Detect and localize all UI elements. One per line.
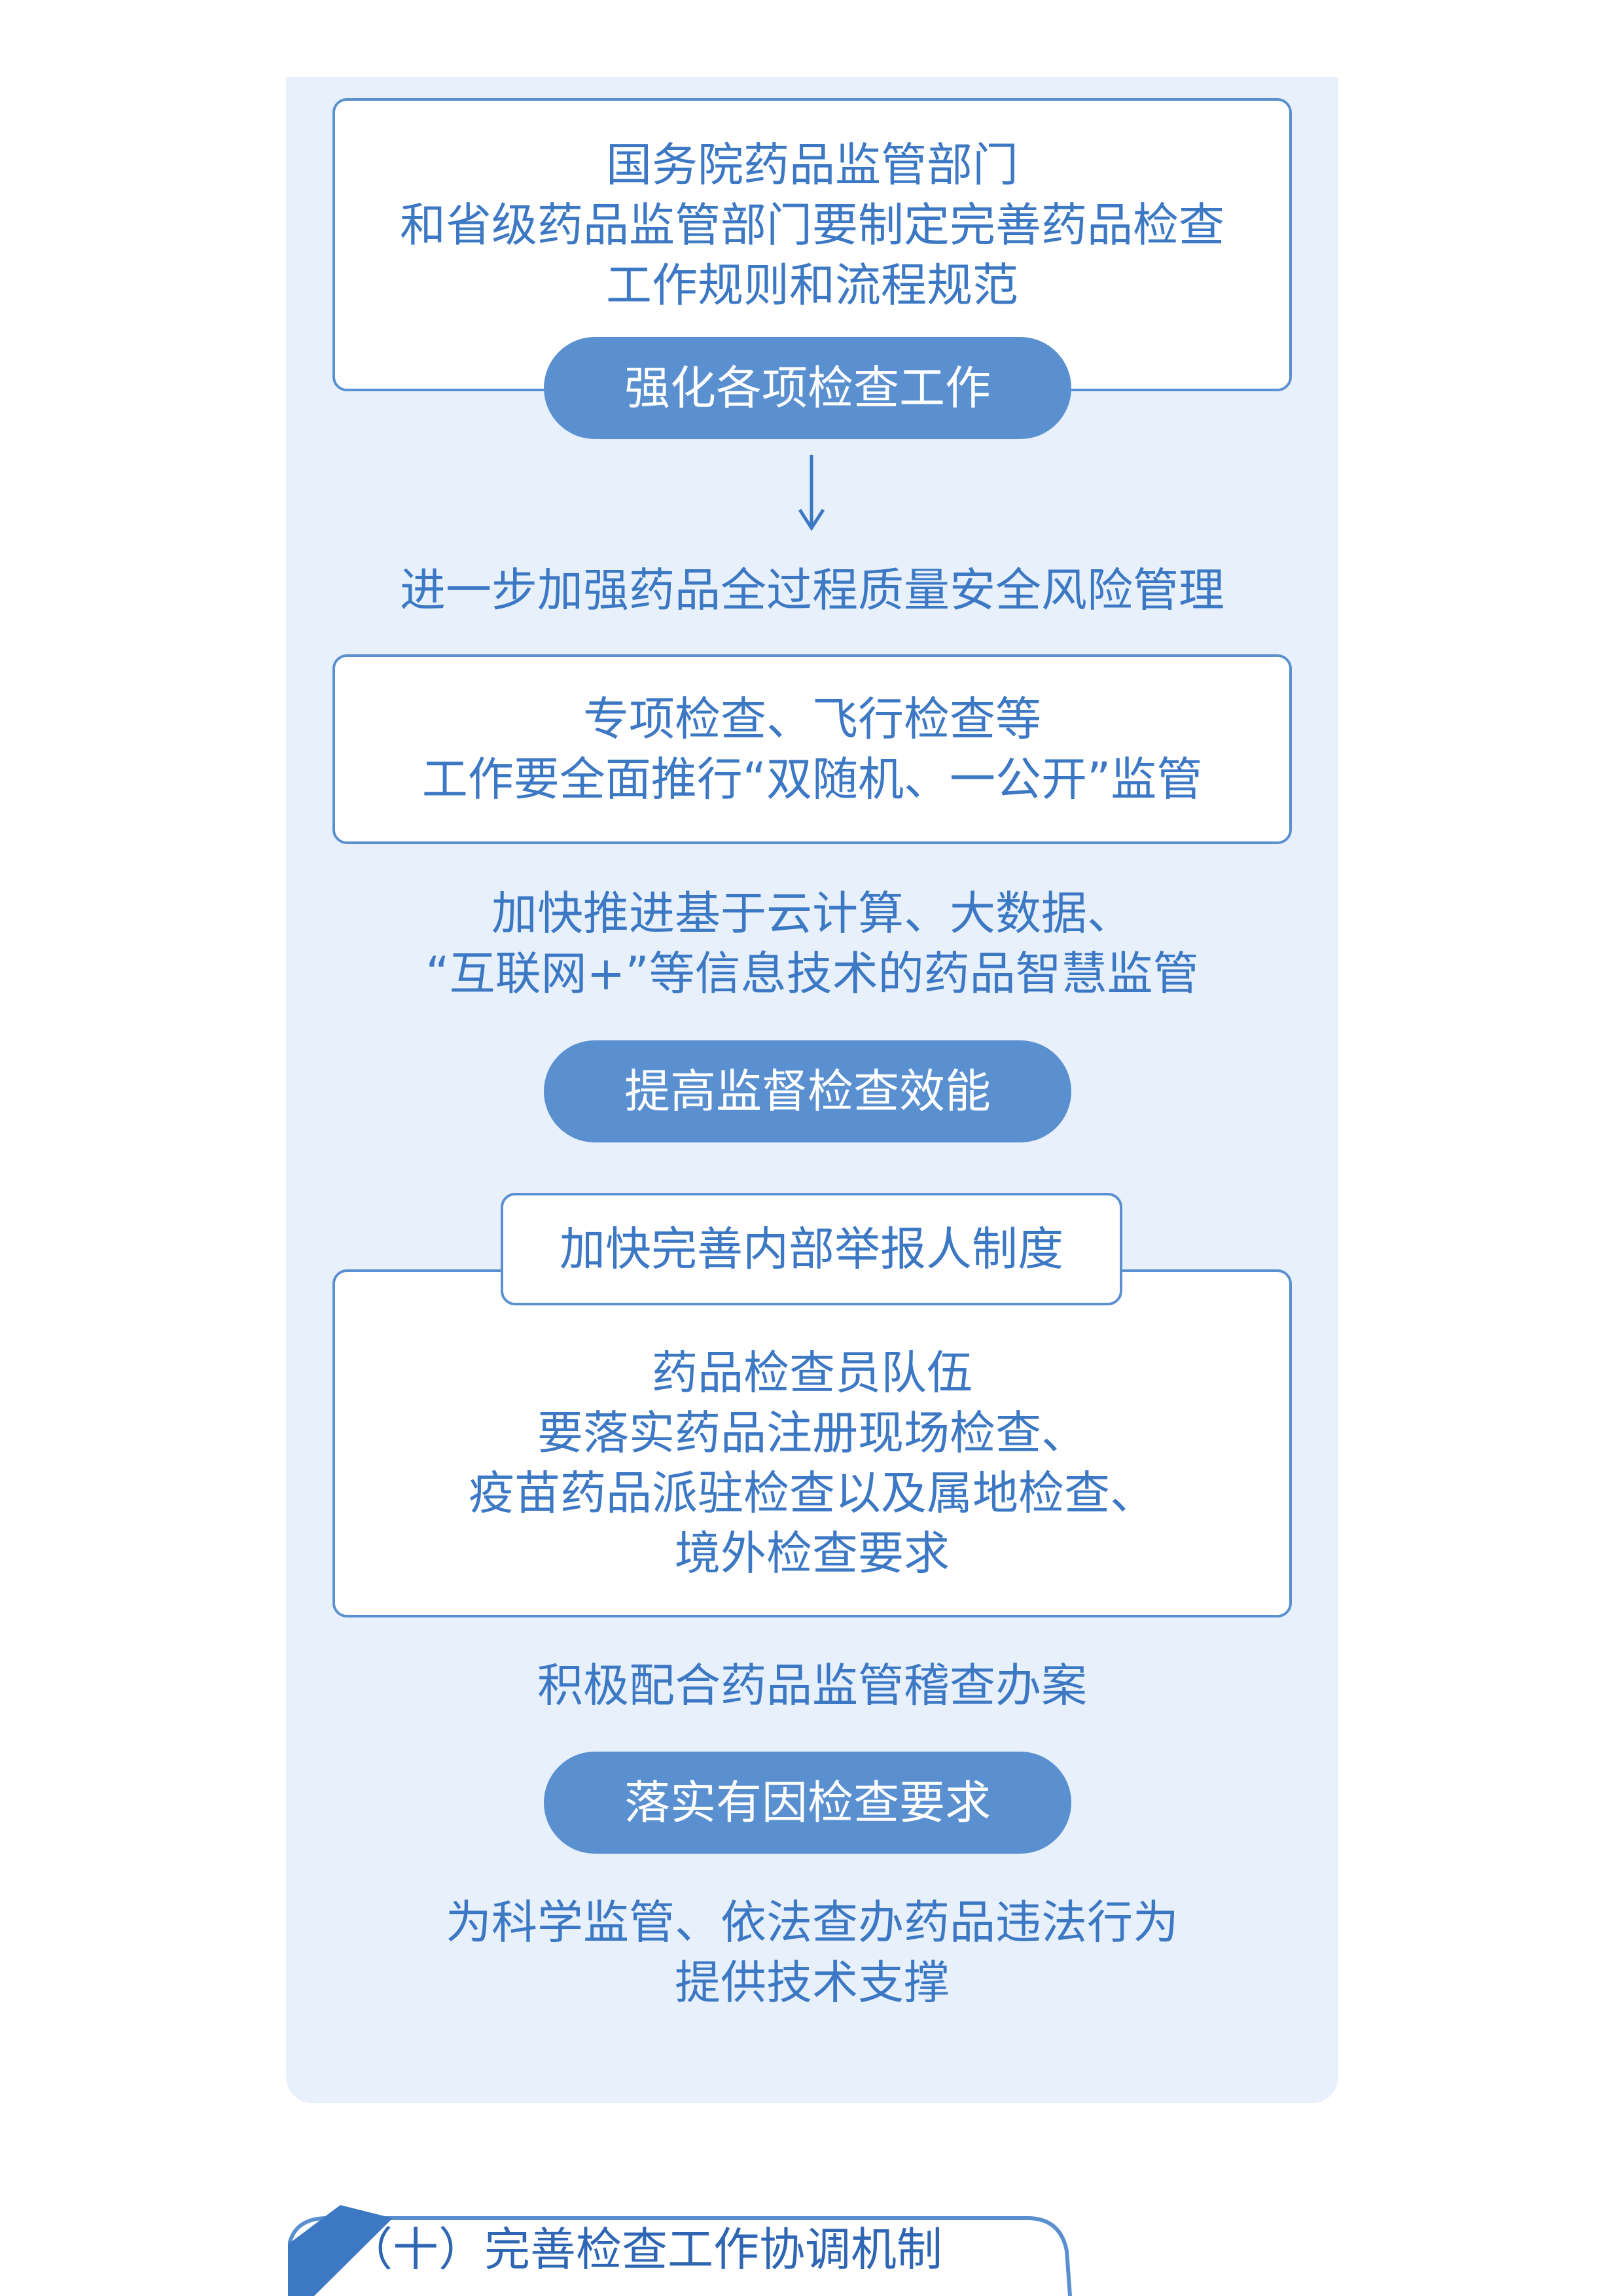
smart-line-2: “互联网+”等信息技术的药品智慧监管 <box>425 947 1199 1000</box>
pill-improve-efficiency: 提高监督检查效能 <box>542 1038 1073 1144</box>
special-line-2: 工作要全面推行“双随机、一公开”监管 <box>421 752 1203 806</box>
support-line-2: 提供技术支撑 <box>675 1956 950 2009</box>
smart-line-1: 加快推进基于云计算、大数据、 <box>491 887 1133 940</box>
rules-line-1: 国务院药品监管部门 <box>606 138 1018 192</box>
whistleblower-tag: 加快完善内部举报人制度 <box>501 1193 1122 1305</box>
pill-cause-inspection: 落实有因检查要求 <box>542 1750 1073 1856</box>
cooperate-text: 积极配合药品监管稽查办案 <box>537 1659 1087 1712</box>
smart-regulation-text: 加快推进基于云计算、大数据、 “互联网+”等信息技术的药品智慧监管 <box>286 883 1338 1004</box>
rules-line-3: 工作规则和流程规范 <box>606 258 1018 312</box>
tab-shape <box>288 2205 1072 2296</box>
rules-line-2: 和省级药品监管部门要制定完善药品检查 <box>400 198 1224 252</box>
special-line-1: 专项检查、飞行检查等 <box>583 692 1041 746</box>
team-line-3: 疫苗药品派驻检查以及属地检查、 <box>469 1466 1156 1520</box>
rules-box: 国务院药品监管部门 和省级药品监管部门要制定完善药品检查 工作规则和流程规范 <box>332 98 1292 391</box>
pill-shape <box>544 1040 1071 1142</box>
whistleblower-label: 加快完善内部举报人制度 <box>560 1222 1063 1276</box>
special-inspection-box: 专项检查、飞行检查等 工作要全面推行“双随机、一公开”监管 <box>332 654 1292 844</box>
support-line-1: 为科学监管、依法查办药品违法行为 <box>446 1896 1179 1949</box>
team-line-1: 药品检查员队伍 <box>652 1346 972 1400</box>
team-line-4: 境外检查要求 <box>675 1527 950 1580</box>
pill-label: 提高监督检查效能 <box>624 1065 991 1118</box>
pill-shape <box>544 337 1071 439</box>
next-section-header: （十）完善检查工作协调机制 <box>288 2199 1073 2296</box>
down-arrow-icon <box>798 455 825 531</box>
next-section-title: （十）完善检查工作协调机制 <box>347 2223 942 2276</box>
team-line-2: 要落实药品注册现场检查、 <box>537 1406 1087 1460</box>
risk-management-text: 进一步加强药品全过程质量安全风险管理 <box>400 563 1224 617</box>
inspector-team-box: 药品检查员队伍 要落实药品注册现场检查、 疫苗药品派驻检查以及属地检查、 境外检… <box>332 1269 1292 1617</box>
pill-label: 落实有因检查要求 <box>624 1776 991 1829</box>
pill-strengthen-inspection: 强化各项检查工作 <box>542 335 1073 441</box>
tech-support-text: 为科学监管、依法查办药品违法行为 提供技术支撑 <box>286 1892 1338 2013</box>
pill-label: 强化各项检查工作 <box>624 361 991 415</box>
pill-shape <box>544 1752 1071 1854</box>
